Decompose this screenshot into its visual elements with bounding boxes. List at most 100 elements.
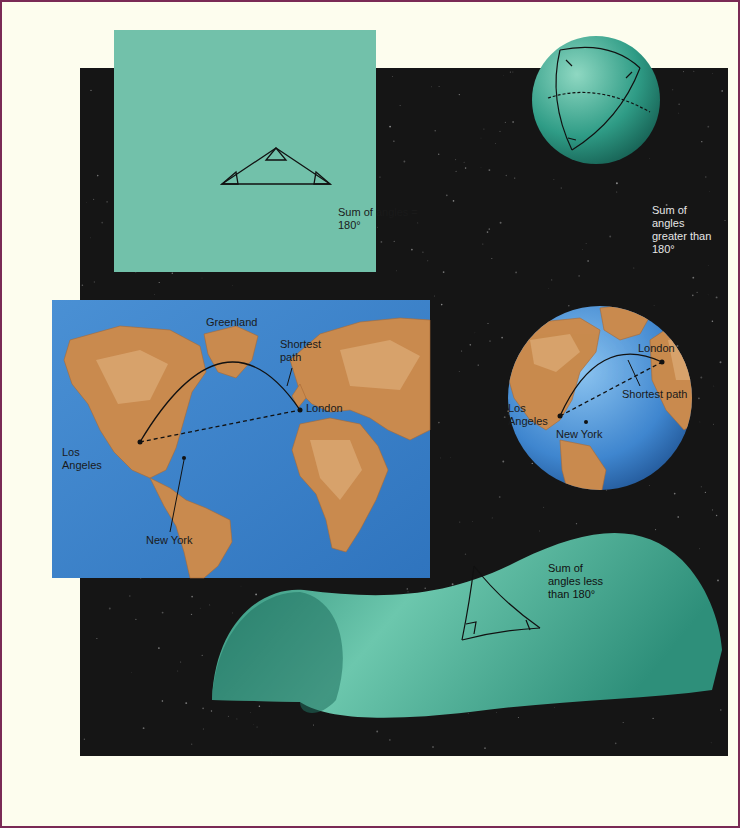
star <box>432 746 433 747</box>
star <box>712 509 713 510</box>
star <box>185 702 187 704</box>
star <box>389 739 391 741</box>
star <box>716 515 717 516</box>
star <box>469 344 471 346</box>
star <box>458 371 460 373</box>
star <box>633 267 635 269</box>
star <box>472 521 474 523</box>
star <box>710 742 712 744</box>
star <box>561 187 563 189</box>
star <box>135 619 136 620</box>
star <box>143 727 145 729</box>
star <box>180 661 181 662</box>
star <box>609 236 611 238</box>
star <box>129 595 131 597</box>
star <box>683 71 684 72</box>
star <box>698 548 700 550</box>
star <box>450 457 452 459</box>
place-name: London <box>638 342 698 355</box>
star <box>86 202 88 204</box>
star <box>677 516 679 518</box>
star <box>106 201 108 203</box>
star <box>154 294 156 296</box>
star <box>199 607 201 609</box>
star <box>478 364 479 365</box>
star <box>377 226 379 228</box>
star <box>191 596 193 598</box>
star <box>692 277 694 279</box>
star <box>271 752 273 754</box>
star <box>441 304 443 306</box>
star <box>692 295 694 297</box>
star <box>616 191 617 192</box>
star <box>191 614 192 615</box>
star <box>512 121 514 123</box>
star <box>699 421 701 423</box>
star <box>455 171 456 172</box>
star <box>707 126 709 128</box>
star <box>713 424 714 425</box>
star <box>482 243 483 244</box>
star <box>623 722 624 723</box>
star <box>177 670 179 672</box>
star <box>256 726 257 727</box>
star <box>655 529 656 530</box>
star <box>585 242 587 244</box>
star <box>678 103 679 104</box>
star <box>480 167 482 169</box>
star <box>407 588 408 589</box>
star <box>515 272 517 274</box>
star <box>379 176 380 177</box>
star <box>376 731 378 733</box>
star <box>101 222 103 224</box>
star <box>693 71 694 72</box>
star <box>389 126 391 128</box>
angle-sum-note: Sum of angles greater than 180° <box>652 204 718 256</box>
star <box>209 604 211 606</box>
star <box>488 228 490 230</box>
star <box>653 718 654 719</box>
star <box>720 361 722 363</box>
star <box>82 285 84 287</box>
star <box>615 743 617 745</box>
place-name: New York <box>556 428 626 441</box>
star <box>616 182 618 184</box>
star <box>499 496 501 498</box>
star <box>459 94 460 95</box>
star <box>717 579 719 581</box>
star <box>438 154 439 155</box>
star <box>501 337 503 339</box>
angle-sum-note: Sum of angles less than 180° <box>548 562 612 601</box>
star <box>463 161 465 163</box>
star <box>403 161 405 163</box>
star <box>407 591 408 592</box>
star <box>427 260 428 261</box>
star <box>97 175 99 177</box>
star <box>551 279 552 280</box>
star <box>672 89 673 90</box>
star <box>705 176 706 177</box>
star <box>439 86 440 87</box>
star <box>392 75 394 77</box>
star <box>202 708 204 710</box>
star <box>453 200 455 202</box>
star <box>553 179 555 181</box>
star <box>674 493 676 495</box>
star <box>236 718 238 720</box>
star <box>495 143 497 145</box>
star <box>438 422 440 424</box>
star <box>313 724 314 725</box>
path-label: Shortest path <box>622 388 712 401</box>
star <box>393 141 394 142</box>
star <box>514 177 515 178</box>
star <box>109 608 111 610</box>
star <box>434 130 436 132</box>
star <box>250 712 252 714</box>
star <box>455 159 456 160</box>
star <box>94 281 95 282</box>
star <box>202 655 203 656</box>
star <box>131 672 133 674</box>
star <box>452 583 454 585</box>
star <box>539 530 541 532</box>
